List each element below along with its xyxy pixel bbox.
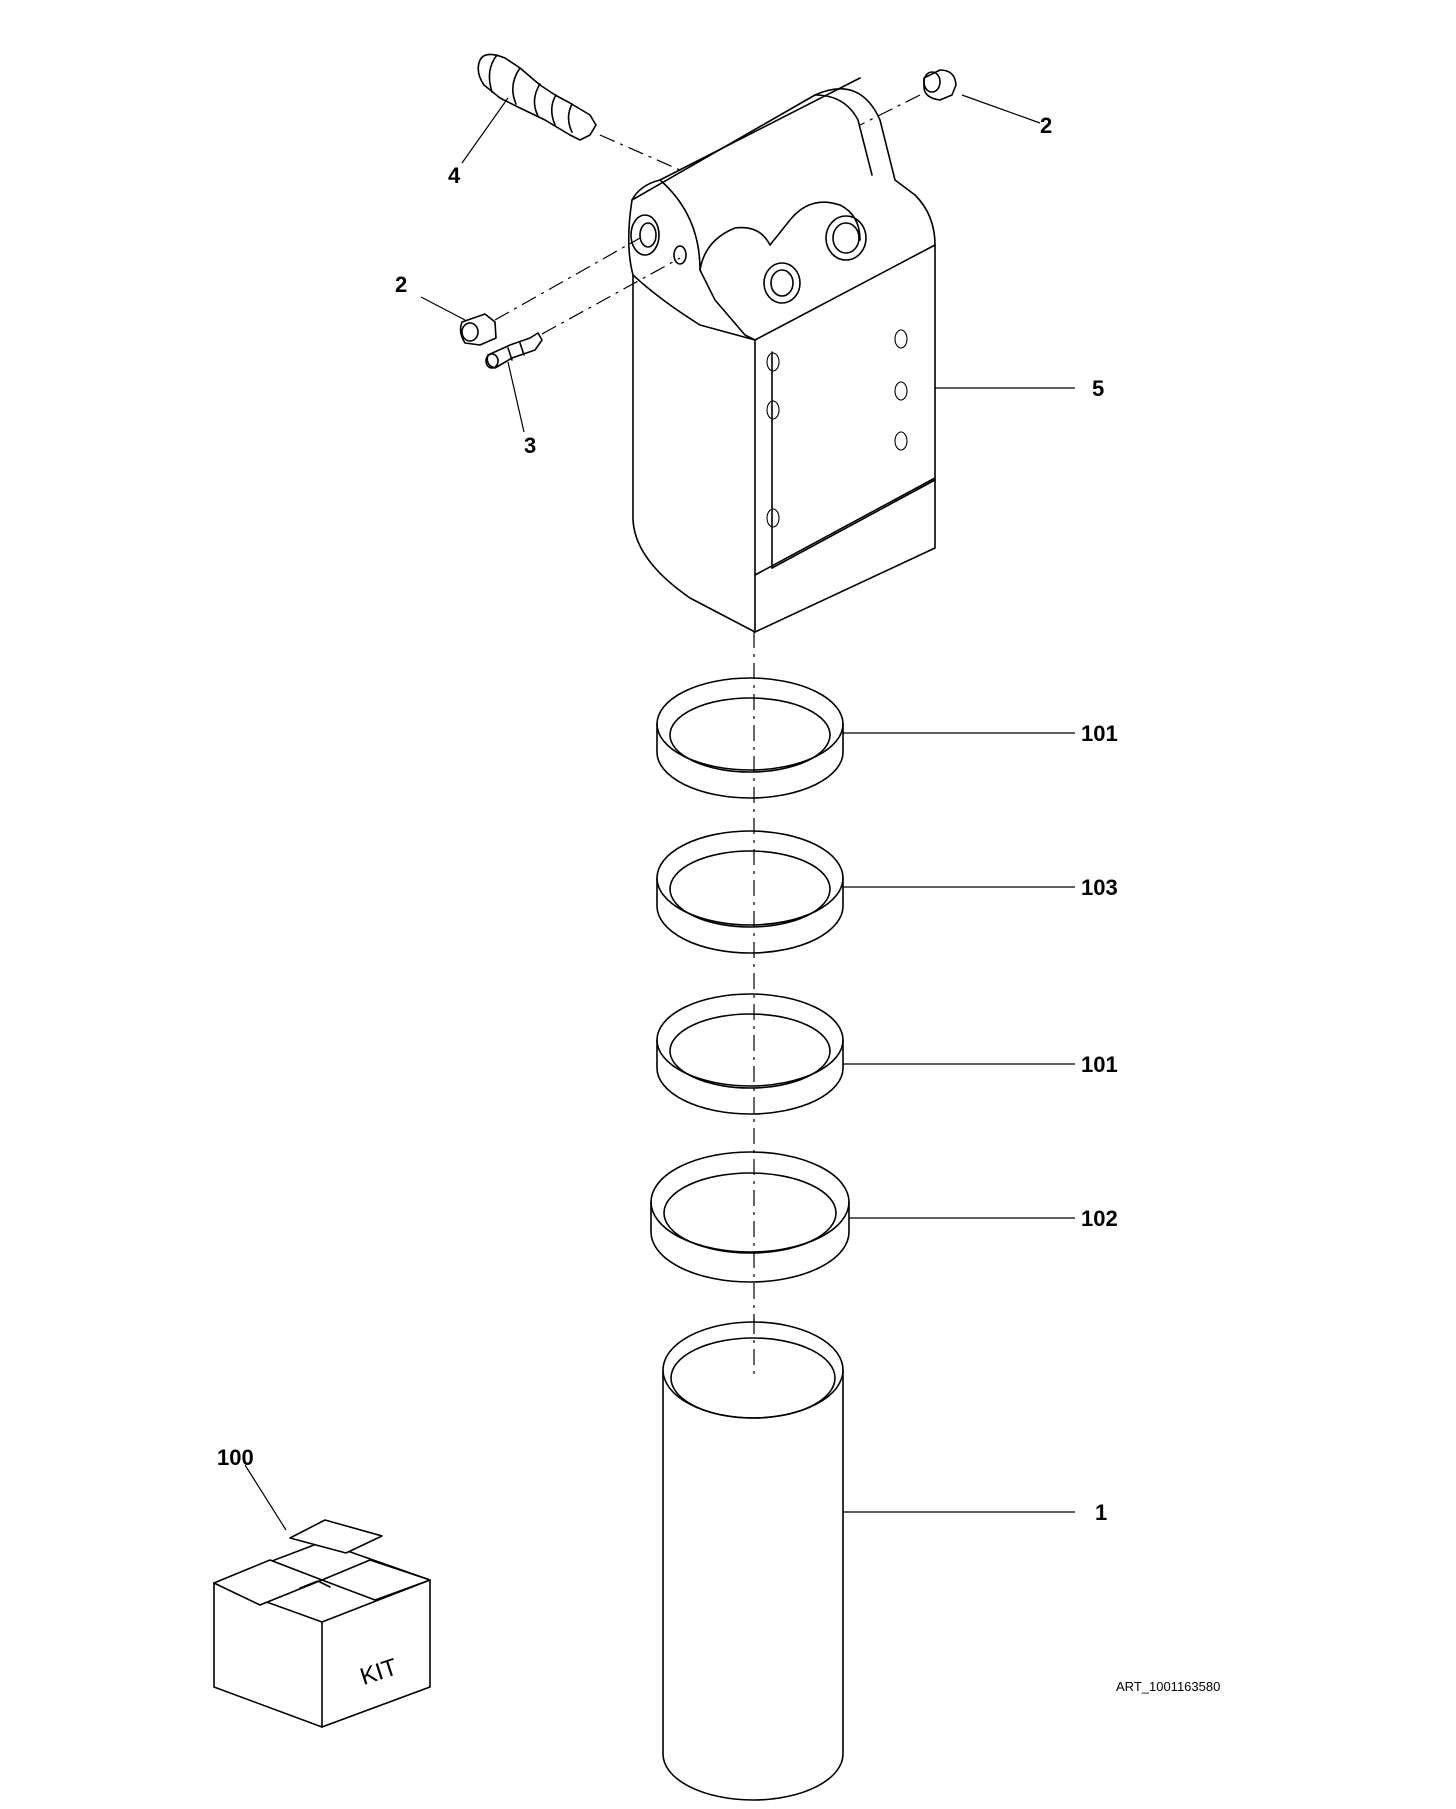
callout-103: 103 xyxy=(1081,875,1118,900)
callout-101-bottom: 101 xyxy=(1081,1052,1118,1077)
seal-ring-101-bottom xyxy=(656,993,844,1115)
callout-1: 1 xyxy=(1095,1500,1107,1525)
fitting-sensor xyxy=(485,257,681,369)
seal-ring-103 xyxy=(656,830,844,954)
callout-3: 3 xyxy=(524,433,536,458)
callout-2-top-right: 2 xyxy=(1040,113,1052,138)
seal-ring-101-top xyxy=(656,677,844,799)
relief-valve-cartridge xyxy=(477,53,681,171)
callout-4: 4 xyxy=(448,163,461,188)
callout-101-top: 101 xyxy=(1081,721,1118,746)
plug-left xyxy=(459,237,641,346)
filter-head-housing xyxy=(627,77,936,633)
art-reference: ART_1001163580 xyxy=(1116,1679,1220,1694)
leader-lines xyxy=(244,94,1075,1531)
callout-102: 102 xyxy=(1081,1206,1118,1231)
callout-5: 5 xyxy=(1092,376,1104,401)
plug-top-right xyxy=(859,69,957,126)
callout-2-left: 2 xyxy=(395,272,407,297)
callout-100: 100 xyxy=(217,1445,254,1470)
seal-ring-102 xyxy=(650,1151,850,1283)
kit-box: KIT xyxy=(213,1519,431,1728)
filter-element xyxy=(662,1318,844,1801)
